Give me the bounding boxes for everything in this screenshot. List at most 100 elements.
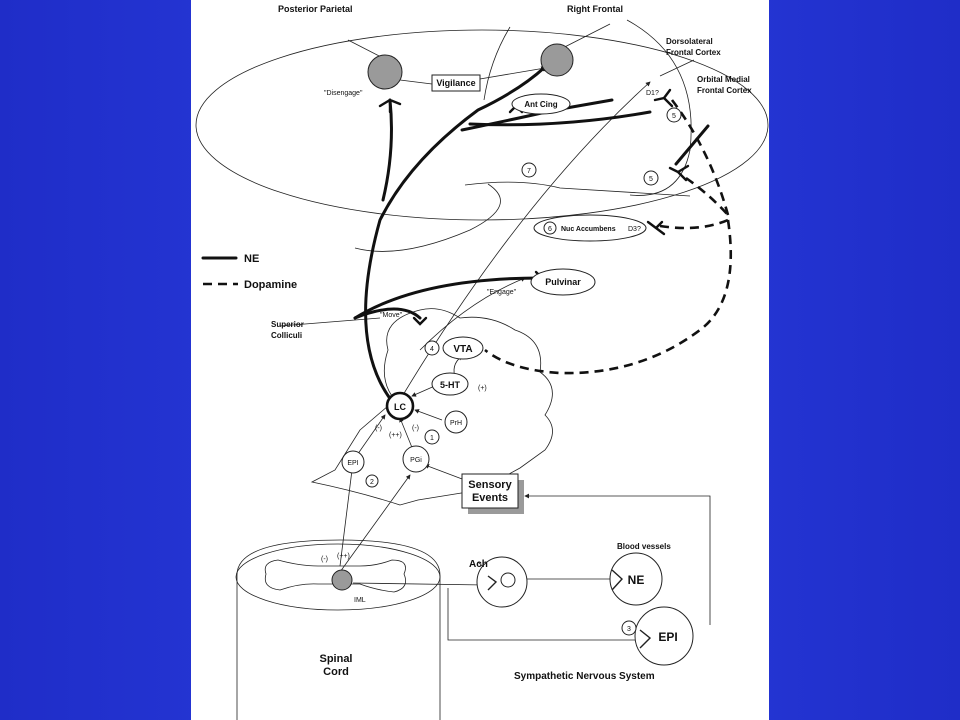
node-6 xyxy=(543,221,557,235)
node-7 xyxy=(521,162,537,178)
ne-path-rf xyxy=(364,65,547,407)
cord-to-pgi xyxy=(339,474,411,573)
synapse-sc xyxy=(412,316,428,326)
label-right-frontal: Right Frontal xyxy=(567,4,623,14)
synapse-orbital xyxy=(668,164,690,182)
label-ant-cing: Ant Cing xyxy=(524,100,557,109)
prh-to-lc xyxy=(414,409,443,421)
vigilance-box xyxy=(431,74,481,92)
epi-small-node xyxy=(341,450,365,474)
label-vigilance: Vigilance xyxy=(436,78,475,88)
node-5b xyxy=(643,170,659,186)
orbital-input xyxy=(674,124,710,166)
label-vta: VTA xyxy=(453,344,472,355)
sc-to-pulvinar-thin xyxy=(419,277,526,351)
temporal-outline xyxy=(354,183,501,252)
synapse-pp xyxy=(378,98,402,114)
gray-matter xyxy=(264,559,407,593)
label-pgi: PGi xyxy=(410,457,422,464)
label-pulvinar: Pulvinar xyxy=(545,277,581,287)
nuc-accumbens-node xyxy=(533,214,647,242)
da-path-vta xyxy=(484,219,733,375)
label-prh: PrH xyxy=(450,420,462,427)
label-node-2: 2 xyxy=(370,479,374,486)
synapse-nac xyxy=(646,220,666,236)
frontal-outline xyxy=(626,19,692,196)
label-events: Events xyxy=(472,492,508,504)
label-node-3: 3 xyxy=(627,626,631,633)
ne-receptor xyxy=(611,569,623,591)
label-plusplus-a: (++) xyxy=(389,432,402,439)
da-path-orbital xyxy=(685,176,729,216)
label-sensory: Sensory xyxy=(468,479,512,491)
label-node-6: 6 xyxy=(548,226,552,233)
pgi-node xyxy=(402,445,430,473)
ganglion-inner xyxy=(500,572,516,588)
label-node-1: 1 xyxy=(430,435,434,442)
epi-receptor xyxy=(639,629,652,649)
label-node-4: 4 xyxy=(430,346,434,353)
label-minus-c: (-) xyxy=(321,556,328,563)
iml-node xyxy=(331,569,353,591)
label-spinal: Spinal xyxy=(319,653,352,665)
label-node-7: 7 xyxy=(527,168,531,175)
label-move: "Move" xyxy=(380,312,403,319)
node-1 xyxy=(424,429,440,445)
ne-path-pulvinar xyxy=(353,276,542,320)
label-iml: IML xyxy=(354,597,366,604)
epi-blood-node xyxy=(634,606,694,666)
pp-label-line xyxy=(347,39,384,59)
label-node-5a: 5 xyxy=(672,113,676,120)
brainstem-outline xyxy=(310,308,553,506)
label-d3: D3? xyxy=(628,226,641,233)
label-plus: (+) xyxy=(478,385,487,392)
label-blood-vessels: Blood vessels xyxy=(617,542,671,551)
label-cord: Cord xyxy=(323,666,349,678)
epi-to-cord xyxy=(339,469,353,567)
label-node-5b: 5 xyxy=(649,176,653,183)
label-superior: Superior xyxy=(271,320,304,329)
ne-path-pp xyxy=(381,98,393,202)
pgi-to-lc xyxy=(399,417,414,451)
sensory-events-box xyxy=(461,473,519,509)
label-frontal-cortex-2: Frontal Cortex xyxy=(697,86,752,95)
label-ach: Ach xyxy=(469,559,488,570)
label-nuc-accumbens: Nuc Accumbens xyxy=(561,226,616,233)
epi-to-lc xyxy=(354,414,386,459)
label-dorsolateral: Dorsolateral xyxy=(666,37,713,46)
ach-receptor xyxy=(487,575,498,591)
ant-cing-node xyxy=(511,93,571,115)
label-posterior-parietal: Posterior Parietal xyxy=(278,4,353,14)
vigilance-to-pp xyxy=(399,79,433,85)
da-path-nac xyxy=(659,218,729,230)
spinal-cord-section xyxy=(235,543,441,611)
orbital-outline xyxy=(464,181,691,197)
node-3 xyxy=(621,620,637,636)
label-d1: D1? xyxy=(646,90,659,97)
label-ne-big: NE xyxy=(628,573,645,587)
iml-to-epi xyxy=(447,588,640,641)
label-colliculi: Colliculi xyxy=(271,331,302,340)
vigilance-to-rf xyxy=(473,66,546,81)
label-plusplus-b: (++) xyxy=(337,553,350,560)
right-frontal-node xyxy=(540,43,574,77)
label-legend-dopamine: Dopamine xyxy=(244,279,297,291)
label-sympathetic: Sympathetic Nervous System xyxy=(514,671,655,682)
ne-path-sc xyxy=(353,307,422,320)
cortex-outline xyxy=(195,29,769,221)
label-frontal-cortex: Frontal Cortex xyxy=(666,48,721,57)
node-4 xyxy=(424,340,440,356)
epi-to-sensory xyxy=(524,493,711,625)
label-5ht: 5-HT xyxy=(440,380,461,390)
iml-to-ganglion xyxy=(352,582,486,586)
node-5a xyxy=(666,107,682,123)
label-epi-small: EPI xyxy=(347,460,358,467)
sc-label-line xyxy=(279,317,381,327)
prh-node xyxy=(444,410,468,434)
vta-node xyxy=(442,336,484,360)
pulvinar-node xyxy=(530,268,596,296)
spinal-cord-outline xyxy=(236,539,441,720)
label-disengage: "Disengage" xyxy=(324,90,363,97)
